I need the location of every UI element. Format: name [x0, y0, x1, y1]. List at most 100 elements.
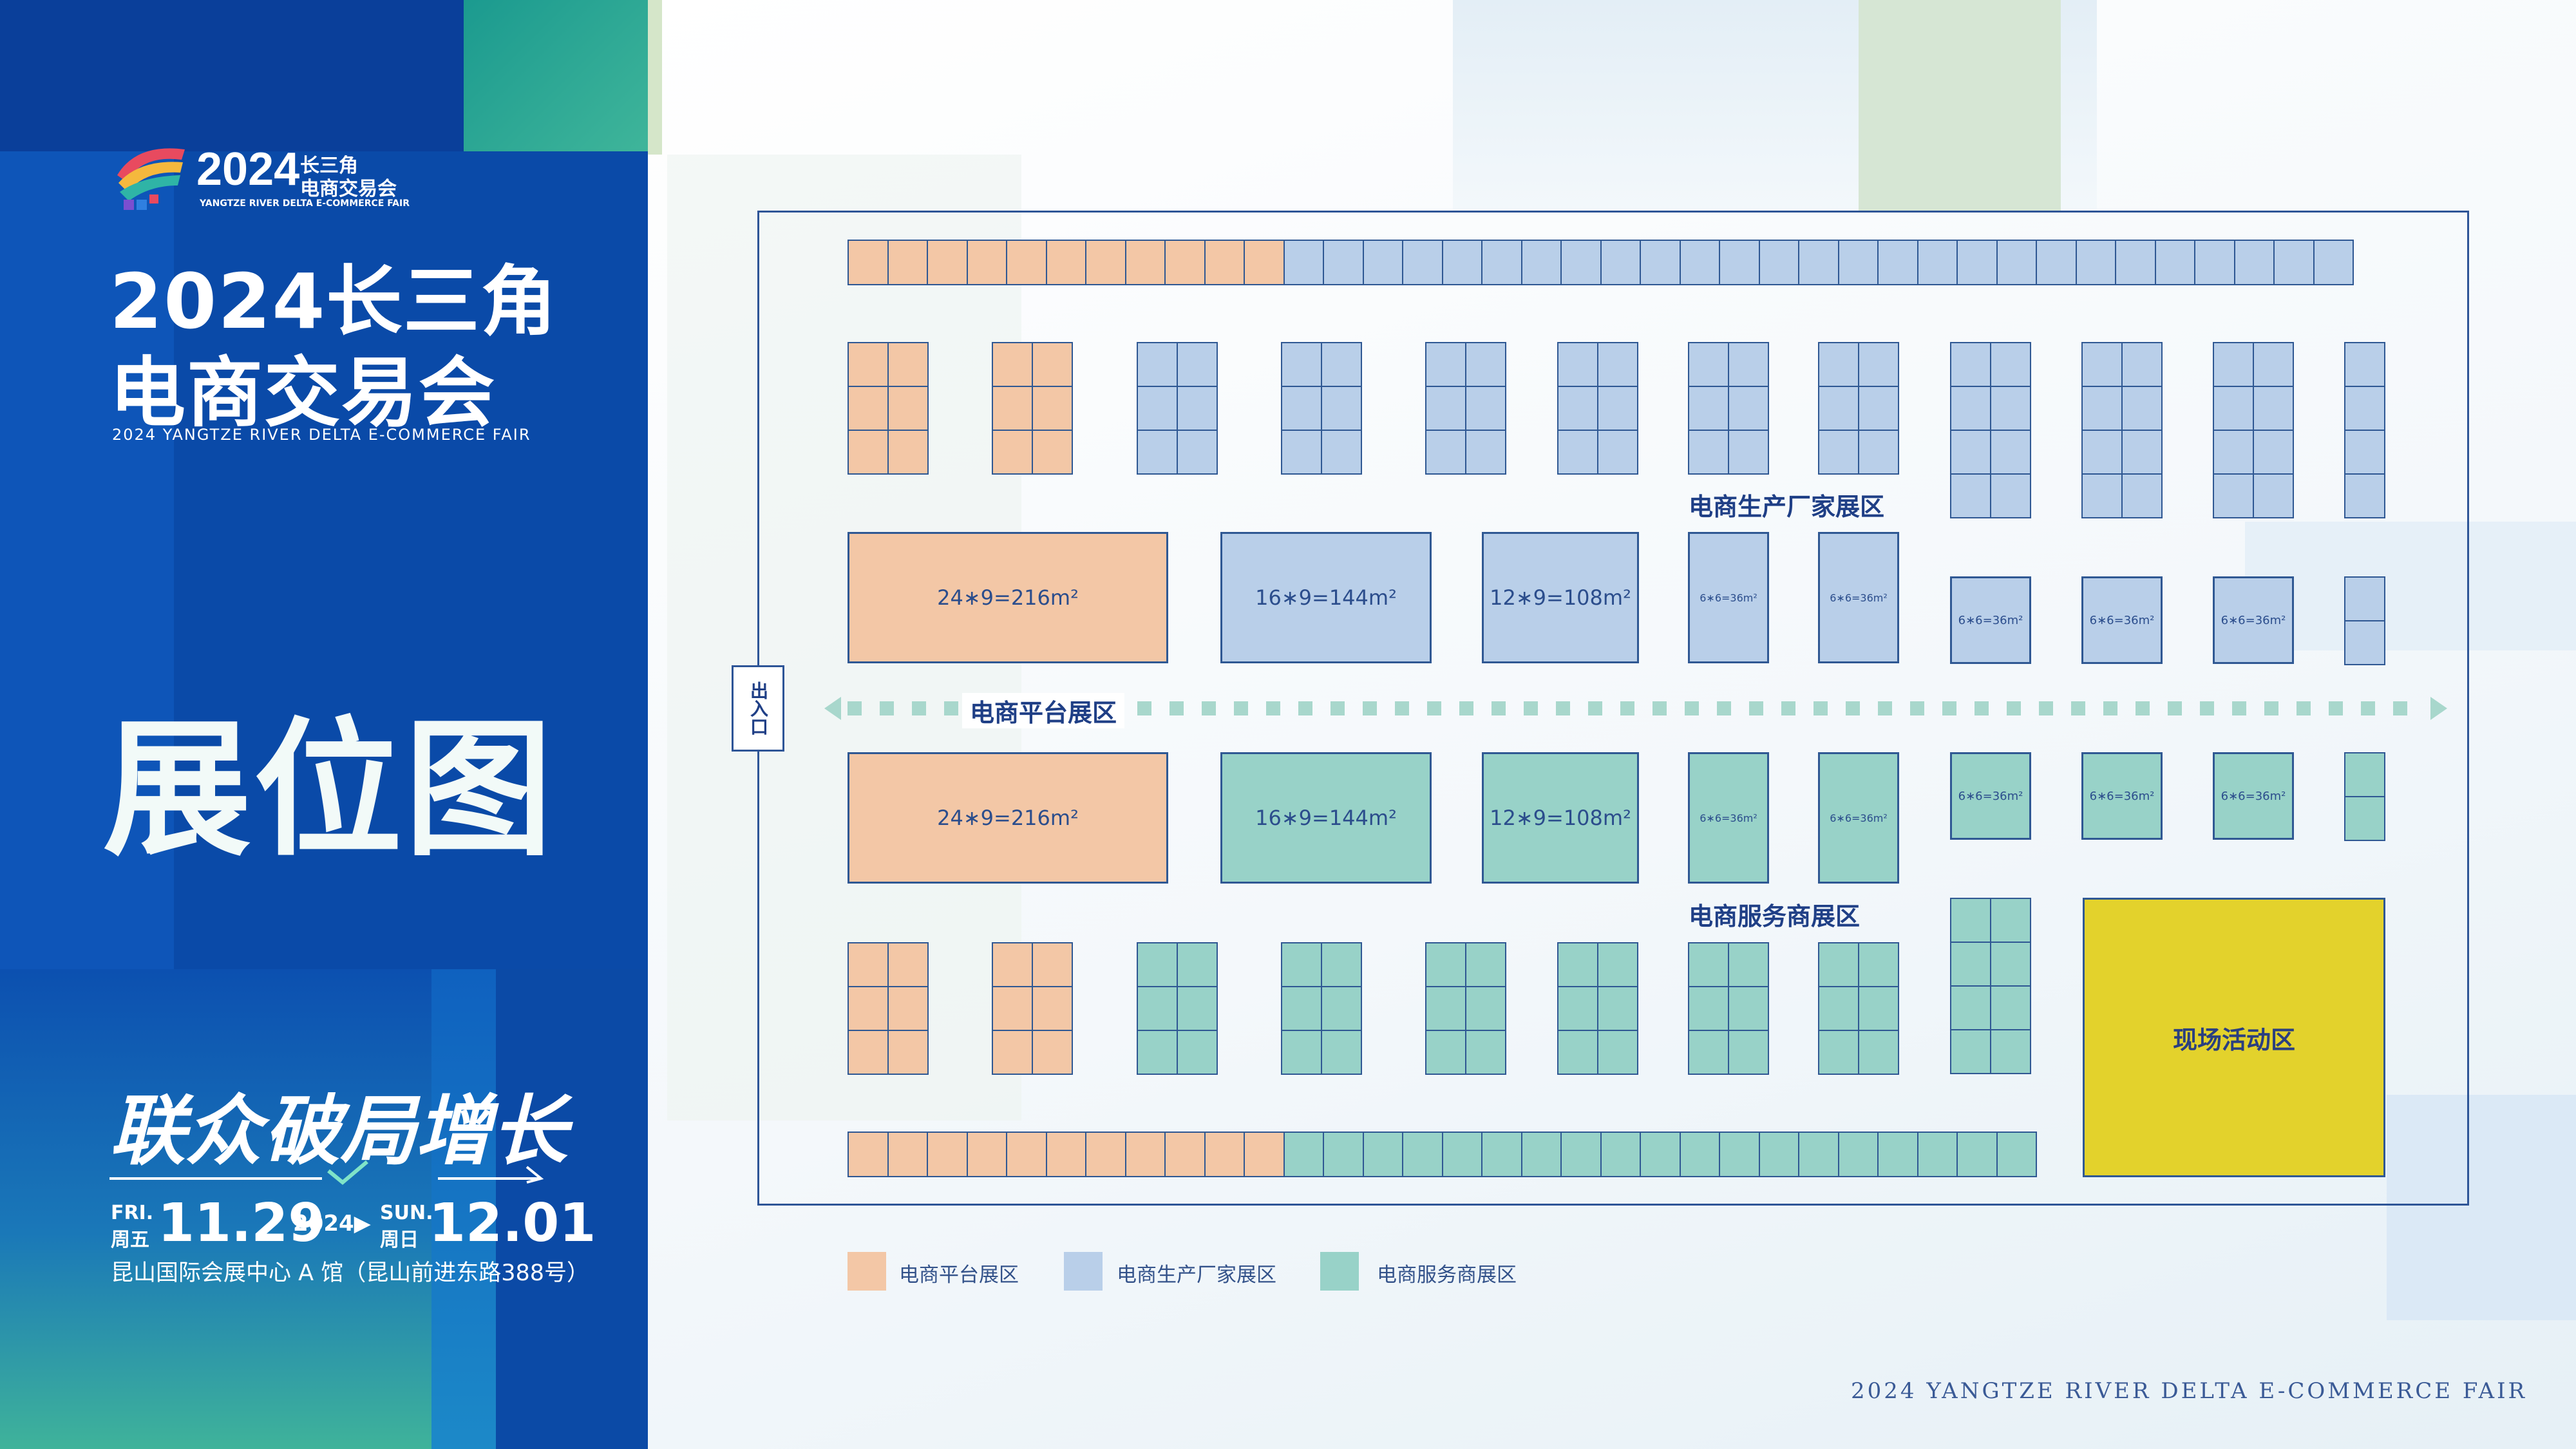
booth-cell [2273, 240, 2315, 285]
booth-cell [1990, 942, 2031, 987]
booth-cell [1600, 1132, 1641, 1177]
activity-area: 现场活动区 [2083, 898, 2385, 1177]
booth-cell [2233, 240, 2275, 285]
booth-144-lower: 16∗9=144m² [1220, 752, 1432, 884]
booth-108-lower: 12∗9=108m² [1482, 752, 1639, 884]
booth-cell [1728, 342, 1769, 387]
booth-cell [848, 342, 889, 387]
booth-cell [848, 386, 889, 431]
date-year: 2024▶ [293, 1211, 371, 1236]
booth-144-upper: 16∗9=144m² [1220, 532, 1432, 663]
booth-cell [1032, 430, 1073, 475]
zone-label-platform: 电商平台展区 [962, 693, 1125, 728]
booth-cell [1177, 430, 1218, 475]
zone-label-manufacturer: 电商生产厂家展区 [1689, 493, 1885, 521]
booth-cell [1858, 986, 1899, 1031]
booth-cell [887, 1030, 929, 1075]
booth-cell [1640, 240, 1681, 285]
booth-cell [1758, 1132, 1799, 1177]
booth-cell [1425, 1030, 1466, 1075]
booth-cell [1798, 1132, 1839, 1177]
booth-cell [1465, 1030, 1506, 1075]
slogan-part1: 联众 [109, 1086, 262, 1175]
booth-cell [1950, 386, 1991, 431]
booth-cell [1425, 342, 1466, 387]
booth-cell [848, 986, 889, 1031]
booth-cell [1177, 942, 1218, 987]
booth-cell [1032, 342, 1073, 387]
booth-cell [1956, 240, 1998, 285]
booth-cell [1465, 430, 1506, 475]
booth-size-label: 6∗6=36m² [2089, 613, 2155, 627]
booth-cell [2121, 430, 2163, 475]
booth-cell [1204, 240, 1245, 285]
start-day-en: FRI. [111, 1202, 154, 1224]
booth-cell [1557, 942, 1598, 987]
decor-block [431, 969, 496, 1449]
legend-label-platform: 电商平台展区 [899, 1264, 1019, 1287]
booth-cell [2344, 386, 2385, 431]
start-day-cn: 周五 [111, 1229, 149, 1251]
booth-cell [1679, 240, 1720, 285]
entrance: 出入口 [732, 665, 784, 752]
booth-cell [2081, 430, 2123, 475]
booth-cell [1124, 240, 1166, 285]
booth-cell [1032, 942, 1073, 987]
booth-cell [1990, 430, 2031, 475]
booth-cell [2344, 620, 2385, 665]
booth-cell [2213, 342, 2254, 387]
booth-cell [992, 1030, 1033, 1075]
booth-cell [2081, 473, 2123, 518]
decor-block [2387, 1095, 2576, 1320]
booth-cell [1164, 1132, 1206, 1177]
booth-cell [2194, 240, 2235, 285]
booth-cell [2313, 240, 2354, 285]
booth-cell [1281, 386, 1322, 431]
booth-cell [1950, 1029, 1991, 1074]
booth-cell [1557, 342, 1598, 387]
logo-year: 2024 [196, 144, 300, 195]
entrance-label: 出入口 [748, 681, 769, 735]
booth-size-label: 6∗6=36m² [1700, 811, 1757, 824]
end-date: 12.01 [429, 1193, 596, 1254]
booth-cell [2115, 240, 2156, 285]
booth-cell [2344, 430, 2385, 475]
booth-cell [848, 942, 889, 987]
booth-cell [1877, 240, 1918, 285]
booth-cell [992, 942, 1033, 987]
booth-cell [1032, 1030, 1073, 1075]
slogan-part3: 增长 [415, 1086, 568, 1175]
booth-cell [1321, 430, 1362, 475]
booth-36-upper: 6∗6=36m² [1950, 576, 2031, 664]
booth-cell [1688, 986, 1729, 1031]
booth-cell [1321, 342, 1362, 387]
booth-cell [1137, 1030, 1178, 1075]
legend-swatch-platform [848, 1252, 886, 1291]
booth-cell [1950, 942, 1991, 987]
booth-cell [1597, 342, 1638, 387]
booth-cell [1877, 1132, 1918, 1177]
booth-cell [1688, 430, 1729, 475]
booth-cell [848, 430, 889, 475]
booth-cell [848, 1132, 889, 1177]
booth-cell [887, 240, 928, 285]
decor-block [464, 0, 648, 151]
booth-cell [2344, 342, 2385, 387]
booth-cell [1321, 942, 1362, 987]
booth-cell [1321, 386, 1362, 431]
booth-size-label: 现场活动区 [2172, 1025, 2295, 1054]
booth-cell [1917, 240, 1958, 285]
booth-cell [966, 240, 1007, 285]
booth-cell [1688, 342, 1729, 387]
booth-cell [1321, 1030, 1362, 1075]
booth-cell [2213, 386, 2254, 431]
booth-cell [1688, 386, 1729, 431]
booth-cell [1481, 1132, 1522, 1177]
booth-cell [1950, 430, 1991, 475]
booth-cell [1244, 240, 1285, 285]
booth-size-label: 6∗6=36m² [1830, 811, 1888, 824]
booth-cell [2253, 473, 2294, 518]
booth-cell [1719, 1132, 1760, 1177]
booth-36-upper: 6∗6=36m² [1818, 532, 1899, 663]
booth-size-label: 6∗6=36m² [2221, 613, 2286, 627]
